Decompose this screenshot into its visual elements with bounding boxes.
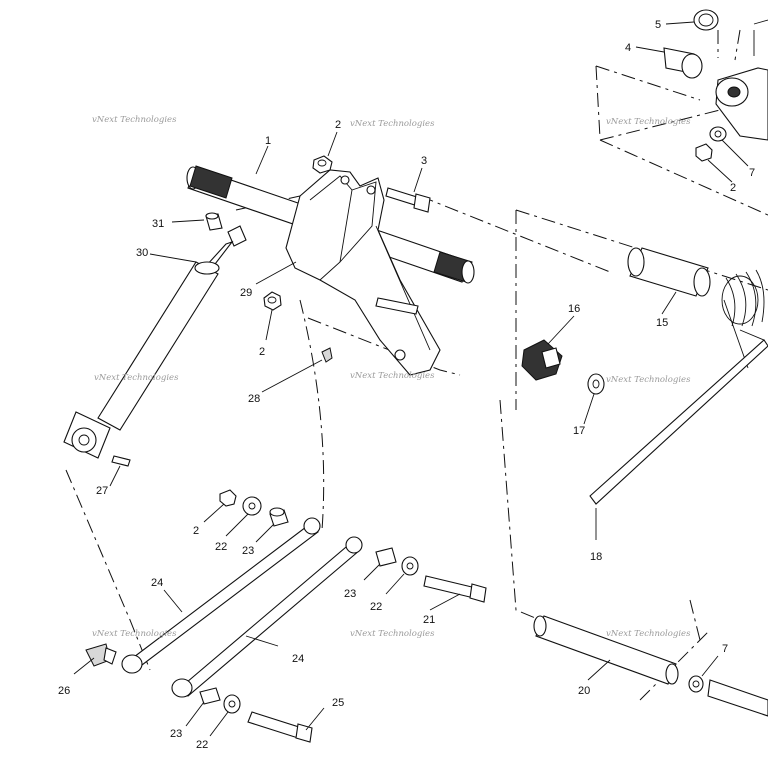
watermark: vNext Technologies — [350, 119, 435, 129]
callouts: 1 2 3 5 4 7 2 31 30 29 2 28 15 16 17 18 … — [58, 19, 755, 751]
nut-part-2-link — [219, 489, 237, 507]
watermark: vNext Technologies — [92, 629, 177, 639]
shaft-end-bottom-right — [707, 679, 768, 717]
washer-part-7-top — [709, 126, 727, 142]
bushing-part-23-mid — [375, 547, 397, 567]
watermark: vNext Technologies — [92, 115, 177, 125]
bolt-part-3 — [385, 187, 431, 213]
washer-part-17 — [587, 373, 605, 395]
nut-part-2-top — [312, 155, 333, 174]
shaft-part-20 — [533, 615, 679, 685]
watermark: vNext Technologies — [606, 117, 691, 127]
callout-2: 2 — [259, 346, 265, 358]
watermark: vNext Technologies — [94, 373, 179, 383]
control-link-part-24-lower — [171, 536, 363, 698]
washer-part-22-mid — [401, 556, 419, 576]
callout-24: 24 — [151, 577, 163, 589]
nut-part-2-right — [695, 143, 713, 162]
callout-5: 5 — [655, 19, 661, 31]
callout-21: 21 — [423, 614, 435, 626]
pin-part-27 — [111, 455, 131, 467]
callout-26: 26 — [58, 685, 70, 697]
callout-23: 23 — [170, 728, 182, 740]
callout-2: 2 — [335, 119, 341, 131]
leader-lines — [73, 21, 749, 737]
bushing-part-4 — [663, 47, 703, 79]
watermark: vNext Technologies — [606, 375, 691, 385]
washer-part-7-bottom — [688, 675, 704, 693]
callout-1: 1 — [265, 135, 271, 147]
callout-22: 22 — [215, 541, 227, 553]
callout-29: 29 — [240, 287, 252, 299]
callout-3: 3 — [421, 155, 427, 167]
sleeve-part-15 — [627, 247, 711, 297]
callout-23: 23 — [242, 545, 254, 557]
callout-2: 2 — [730, 182, 736, 194]
callout-7: 7 — [749, 167, 755, 179]
bolt-part-25 — [247, 711, 313, 743]
bushing-part-23-lower — [199, 687, 221, 705]
washer-part-22-lower — [223, 694, 241, 714]
callout-20: 20 — [578, 685, 590, 697]
callout-30: 30 — [136, 247, 148, 259]
watermark: vNext Technologies — [350, 371, 435, 381]
watermark: vNext Technologies — [606, 629, 691, 639]
pivot-bracket-part-29 — [285, 169, 441, 376]
nut-part-2-left — [263, 291, 282, 311]
grease-fitting-part-28 — [321, 347, 333, 363]
callout-23: 23 — [344, 588, 356, 600]
callout-18: 18 — [590, 551, 602, 563]
callout-4: 4 — [625, 42, 631, 54]
callout-7: 7 — [722, 643, 728, 655]
washer-part-22-upper — [242, 496, 262, 516]
callout-22: 22 — [196, 739, 208, 751]
shock-absorber-part-30 — [63, 225, 247, 459]
pivot-arm-top-right — [715, 19, 768, 141]
callout-2: 2 — [193, 525, 199, 537]
callout-15: 15 — [656, 317, 668, 329]
watermarks: vNext Technologies vNext Technologies vN… — [92, 115, 691, 639]
control-link-part-24-upper — [121, 517, 321, 674]
callout-28: 28 — [248, 393, 260, 405]
callout-17: 17 — [573, 425, 585, 437]
spring-rod-part-18 — [589, 339, 768, 505]
callout-25: 25 — [332, 697, 344, 709]
callout-16: 16 — [568, 303, 580, 315]
end-fitting-part-26 — [85, 643, 117, 667]
watermark: vNext Technologies — [350, 629, 435, 639]
torsion-spring — [721, 269, 765, 369]
callout-22: 22 — [370, 601, 382, 613]
bolt-part-21 — [423, 575, 487, 603]
bushing-part-23-upper — [269, 507, 289, 527]
callout-27: 27 — [96, 485, 108, 497]
slide-block-part-16 — [521, 339, 563, 381]
callout-24: 24 — [292, 653, 304, 665]
cap-part-5 — [693, 9, 719, 31]
bushing-part-31 — [205, 212, 223, 231]
callout-31: 31 — [152, 218, 164, 230]
